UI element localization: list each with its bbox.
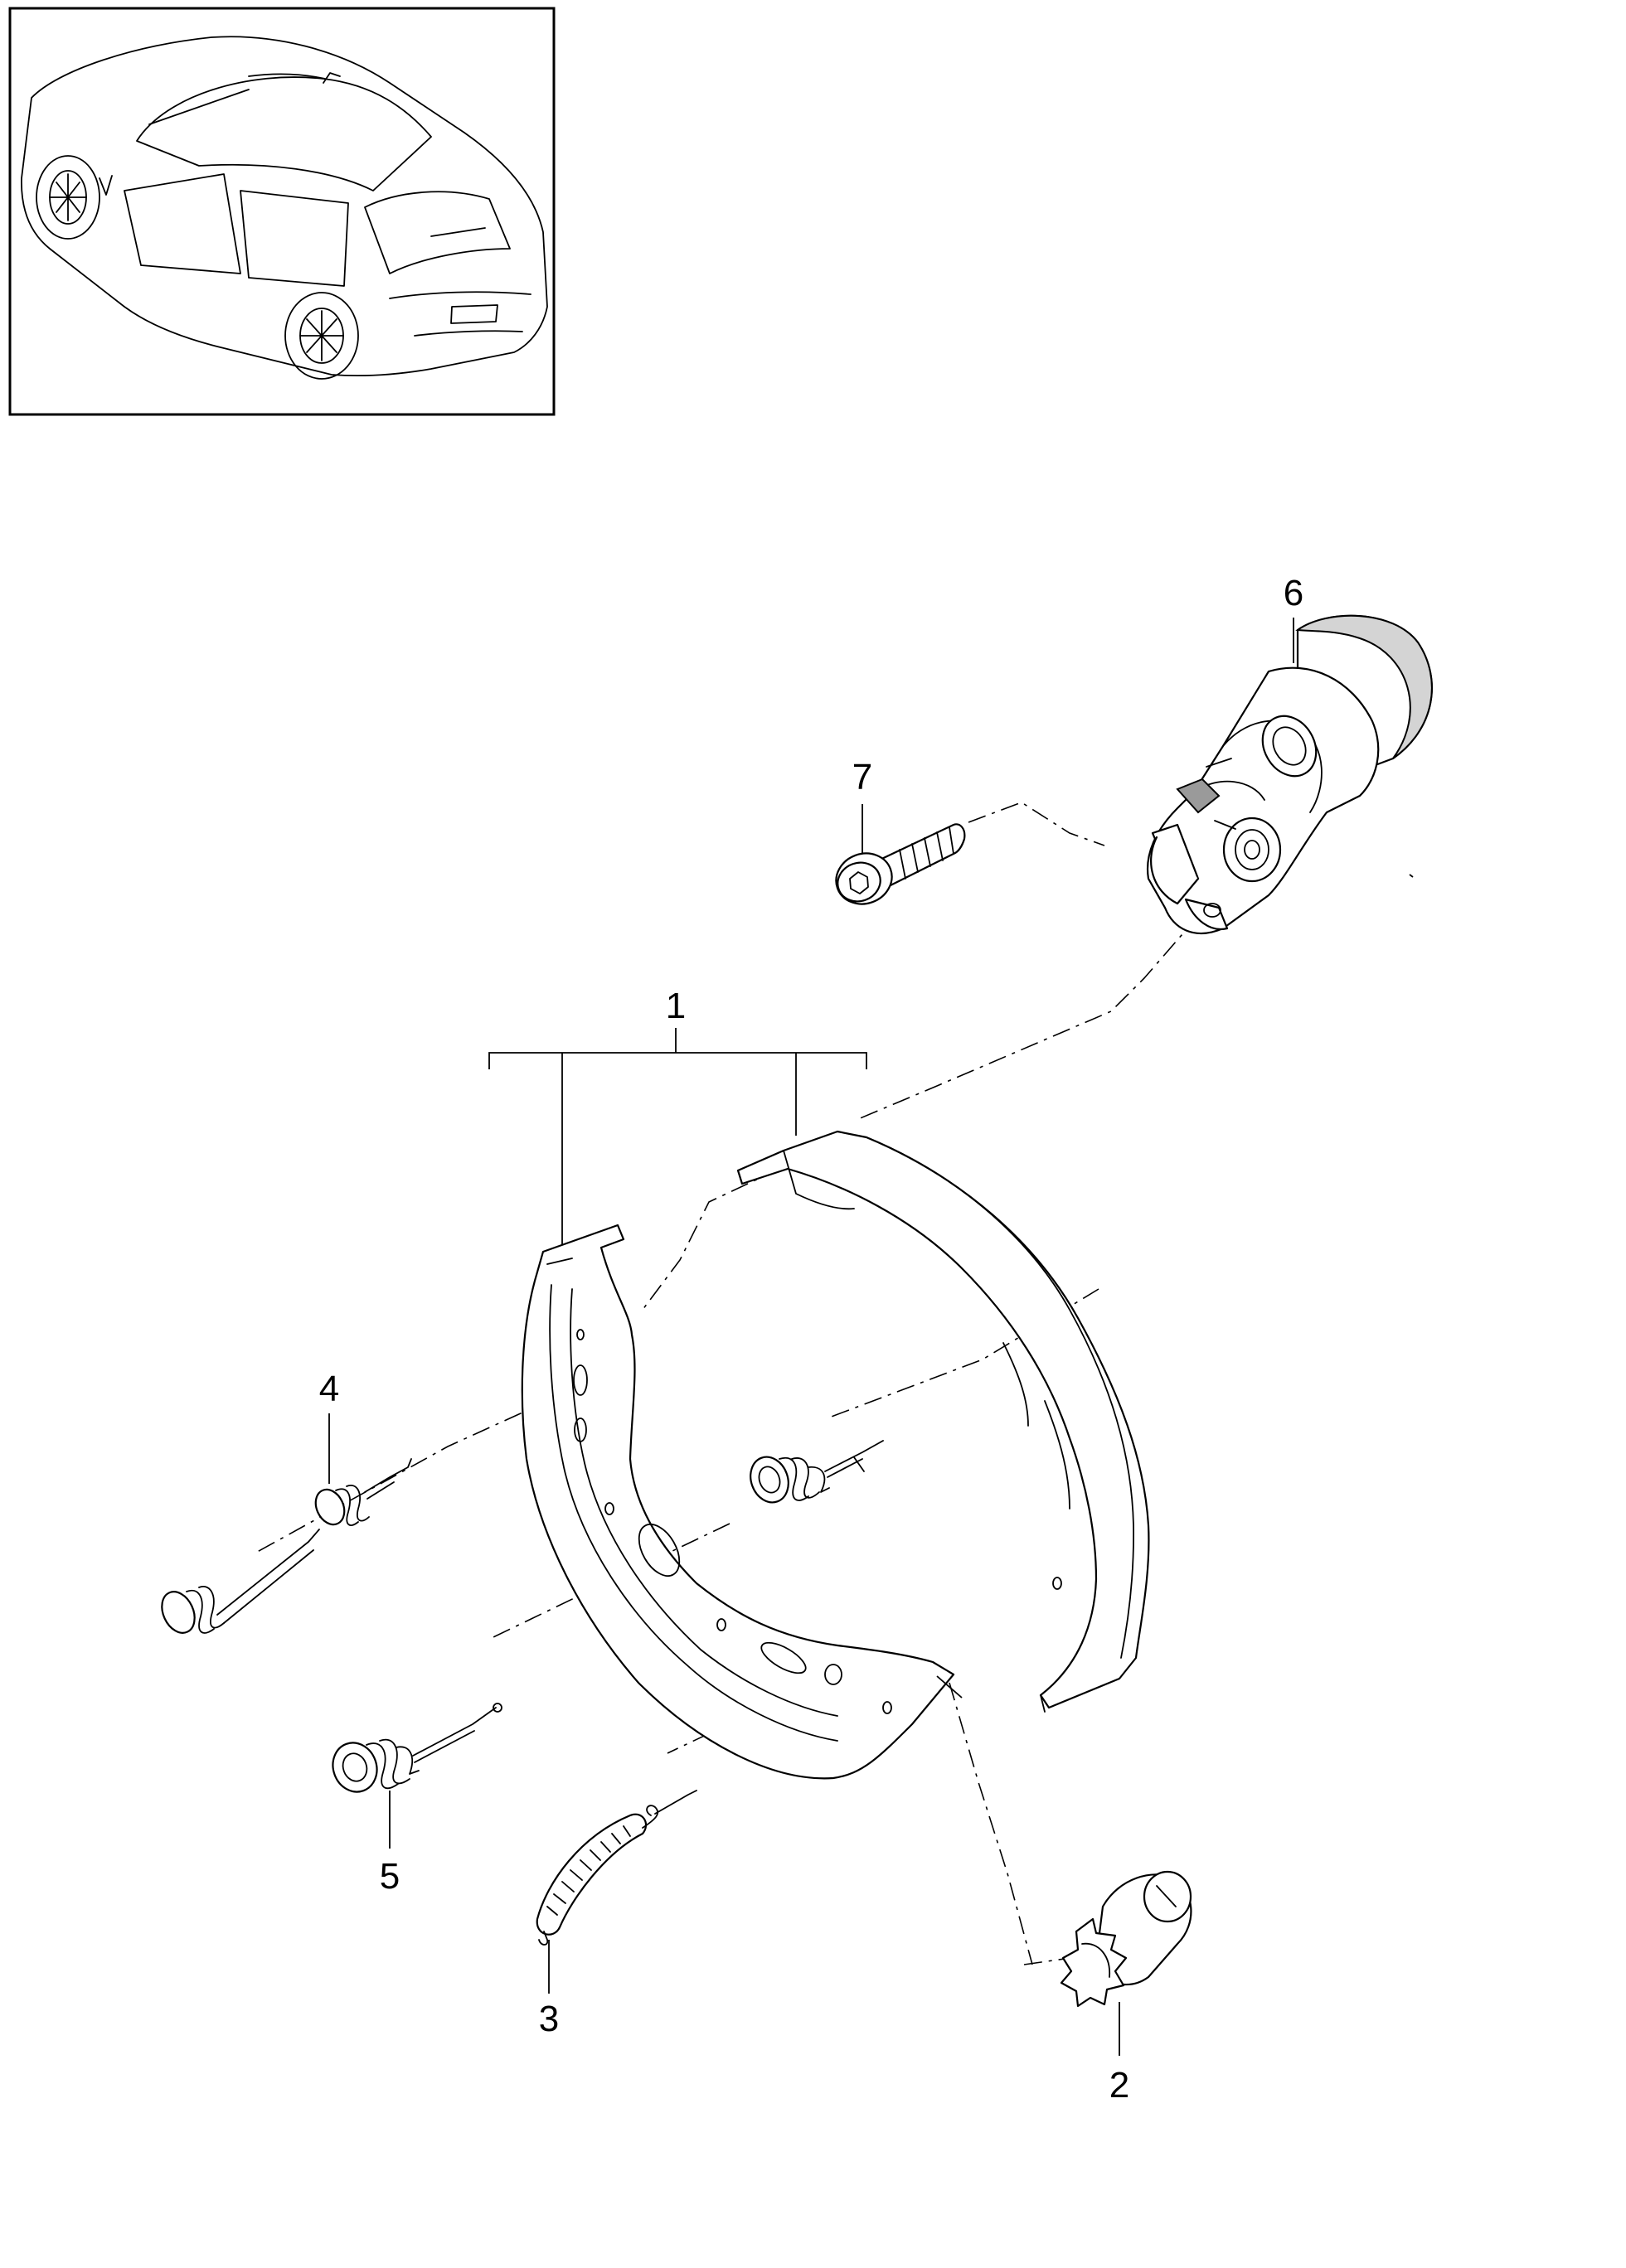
part-5-spring: [332, 1703, 502, 1793]
part-3-leader: 3: [539, 1940, 559, 2039]
callout-3: 3: [539, 1999, 559, 2039]
part-5-leader: 5: [380, 1791, 400, 1897]
part-6-actuator: [1146, 614, 1433, 935]
part-4-leader: 4: [319, 1369, 339, 1484]
car-outline-icon: [21, 36, 548, 380]
part-3-spring: [536, 1790, 697, 1946]
callout-6: 6: [1284, 573, 1303, 613]
callout-2: 2: [1109, 2065, 1129, 2106]
reference-ticks: [936, 874, 1414, 1699]
callout-1: 1: [666, 986, 686, 1026]
part-4-spring: [161, 1458, 412, 1634]
part-1-right-brake-shoe: [736, 1130, 1150, 1713]
part-7-bolt: [835, 823, 966, 905]
part-1-left-brake-shoe: [521, 1224, 955, 1780]
vehicle-thumbnail: [8, 7, 556, 416]
thumbnail-frame: [8, 7, 556, 416]
part-7-leader: 7: [852, 757, 872, 854]
part-1-leader: 1: [488, 986, 867, 1256]
part-2-adjuster: [1060, 1870, 1192, 2008]
part-2-leader: 2: [1109, 2002, 1129, 2106]
part-6-leader: 6: [1284, 573, 1303, 663]
callout-7: 7: [852, 757, 872, 797]
inner-spring: [750, 1440, 884, 1504]
callout-4: 4: [319, 1369, 339, 1409]
callout-5: 5: [380, 1856, 400, 1897]
